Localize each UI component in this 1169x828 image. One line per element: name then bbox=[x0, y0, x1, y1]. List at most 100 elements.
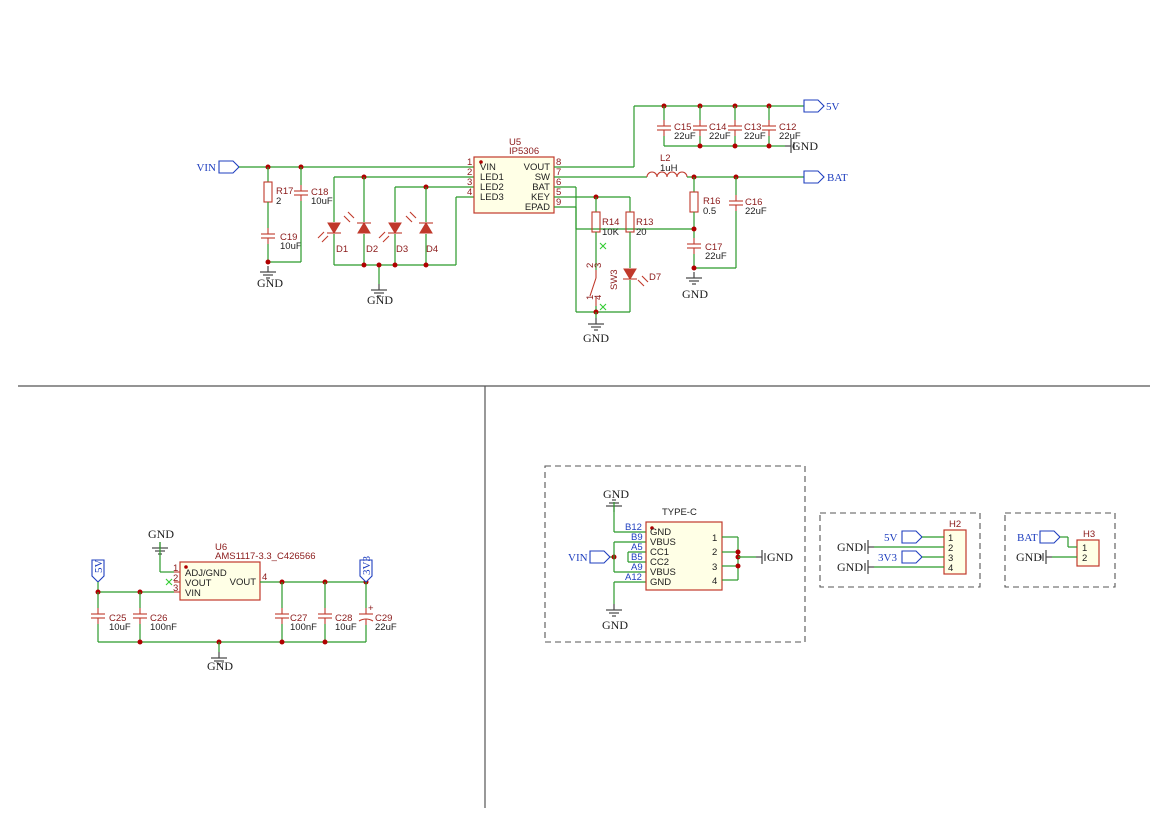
svg-text:3: 3 bbox=[712, 562, 717, 573]
svg-text:GND: GND bbox=[837, 560, 863, 574]
svg-text:1uH: 1uH bbox=[660, 163, 678, 174]
3v3-label-h2[interactable]: 3V3 bbox=[878, 550, 923, 564]
resistor-r16 bbox=[689, 191, 699, 213]
svg-text:GND: GND bbox=[602, 618, 628, 632]
svg-text:GND: GND bbox=[367, 293, 393, 307]
svg-text:BAT: BAT bbox=[827, 172, 848, 184]
led-d3 bbox=[378, 222, 403, 243]
inductor-l2 bbox=[646, 171, 688, 178]
svg-text:H3: H3 bbox=[1083, 529, 1095, 540]
5v-label-top[interactable]: 5V bbox=[803, 99, 840, 113]
svg-text:6: 6 bbox=[556, 177, 561, 188]
svg-text:3V3: 3V3 bbox=[878, 552, 897, 564]
svg-text:GND: GND bbox=[148, 527, 174, 541]
connector-h2 bbox=[943, 529, 967, 575]
capacitor-c29: + bbox=[358, 603, 374, 625]
svg-text:+: + bbox=[368, 603, 374, 614]
svg-text:U5: U5 bbox=[509, 137, 521, 148]
svg-text:EPAD: EPAD bbox=[525, 202, 550, 213]
svg-text:3: 3 bbox=[948, 553, 953, 564]
svg-text:3: 3 bbox=[173, 583, 178, 594]
svg-text:C13: C13 bbox=[744, 122, 761, 133]
header-h3-section: H3 1 2 BAT GND bbox=[1004, 512, 1116, 588]
svg-text:1: 1 bbox=[173, 563, 178, 574]
svg-text:4: 4 bbox=[262, 572, 267, 583]
svg-text:1: 1 bbox=[1082, 543, 1087, 554]
svg-text:VIN: VIN bbox=[196, 162, 216, 174]
svg-text:GND: GND bbox=[207, 659, 233, 673]
ip5306-section: VIN R17 2 C19 10uF C18 10uF GND bbox=[196, 99, 848, 345]
svg-text:L2: L2 bbox=[660, 153, 671, 164]
svg-text:3: 3 bbox=[467, 177, 472, 188]
svg-text:GND: GND bbox=[603, 487, 629, 501]
resistor-r17 bbox=[263, 181, 273, 203]
5v-label-h2[interactable]: 5V bbox=[884, 530, 923, 544]
svg-text:GND: GND bbox=[650, 577, 671, 588]
svg-text:IP5306: IP5306 bbox=[509, 146, 539, 157]
svg-text:C12: C12 bbox=[779, 122, 796, 133]
svg-text:100nF: 100nF bbox=[150, 622, 177, 633]
svg-text:1: 1 bbox=[712, 533, 717, 544]
svg-text:4: 4 bbox=[948, 563, 953, 574]
vin-label-usb[interactable]: VIN bbox=[568, 550, 611, 564]
svg-text:2: 2 bbox=[467, 167, 472, 178]
svg-text:2: 2 bbox=[948, 543, 953, 554]
svg-text:2: 2 bbox=[1082, 553, 1087, 564]
svg-text:22uF: 22uF bbox=[744, 131, 766, 142]
sheet-dividers bbox=[18, 385, 1150, 808]
svg-text:22uF: 22uF bbox=[674, 131, 696, 142]
svg-text:22uF: 22uF bbox=[745, 206, 767, 217]
svg-text:B5: B5 bbox=[631, 552, 643, 563]
svg-text:VIN: VIN bbox=[480, 162, 496, 173]
connector-h3 bbox=[1076, 539, 1100, 567]
svg-text:ADJ/GND: ADJ/GND bbox=[185, 568, 227, 579]
svg-text:LED1: LED1 bbox=[480, 172, 504, 183]
svg-text:VIN: VIN bbox=[185, 588, 201, 599]
svg-text:8: 8 bbox=[556, 157, 561, 168]
svg-text:A9: A9 bbox=[631, 562, 643, 573]
3v3-label-ldo[interactable]: 3V3 bbox=[359, 556, 373, 583]
svg-text:LED3: LED3 bbox=[480, 192, 504, 203]
svg-text:D3: D3 bbox=[396, 244, 408, 255]
svg-text:C18: C18 bbox=[311, 187, 328, 198]
svg-text:10uF: 10uF bbox=[280, 241, 302, 252]
svg-text:5V: 5V bbox=[826, 101, 840, 113]
svg-text:4: 4 bbox=[593, 295, 604, 300]
svg-text:5V: 5V bbox=[93, 560, 105, 574]
svg-text:10K: 10K bbox=[602, 227, 620, 238]
svg-text:GND: GND bbox=[682, 287, 708, 301]
svg-text:100nF: 100nF bbox=[290, 622, 317, 633]
svg-text:A12: A12 bbox=[625, 572, 642, 583]
5v-label-ldo[interactable]: 5V bbox=[91, 559, 105, 583]
bat-label-h3[interactable]: BAT bbox=[1017, 530, 1061, 544]
bat-label-top[interactable]: BAT bbox=[803, 170, 848, 184]
led-d2 bbox=[343, 211, 371, 234]
svg-text:GND: GND bbox=[792, 139, 818, 153]
svg-text:7: 7 bbox=[556, 167, 561, 178]
svg-text:D7: D7 bbox=[649, 272, 661, 283]
svg-text:B12: B12 bbox=[625, 522, 642, 533]
svg-text:R16: R16 bbox=[703, 196, 720, 207]
svg-text:9: 9 bbox=[556, 197, 561, 208]
svg-text:C25: C25 bbox=[109, 613, 126, 624]
svg-text:10uF: 10uF bbox=[335, 622, 357, 633]
svg-text:2: 2 bbox=[173, 573, 178, 584]
svg-text:VBUS: VBUS bbox=[650, 537, 676, 548]
svg-text:D2: D2 bbox=[366, 244, 378, 255]
svg-text:VOUT: VOUT bbox=[524, 162, 551, 173]
svg-text:SW3: SW3 bbox=[609, 269, 620, 290]
svg-text:2: 2 bbox=[712, 547, 717, 558]
switch-sw3: 2 3 1 4 SW3 bbox=[585, 242, 620, 311]
svg-text:1: 1 bbox=[467, 157, 472, 168]
gnd-label: GND bbox=[257, 276, 283, 290]
svg-text:C27: C27 bbox=[290, 613, 307, 624]
svg-text:C15: C15 bbox=[674, 122, 691, 133]
svg-text:2: 2 bbox=[585, 263, 596, 268]
vin-label[interactable]: VIN bbox=[196, 160, 240, 174]
svg-text:22uF: 22uF bbox=[705, 251, 727, 262]
svg-text:4: 4 bbox=[467, 187, 472, 198]
